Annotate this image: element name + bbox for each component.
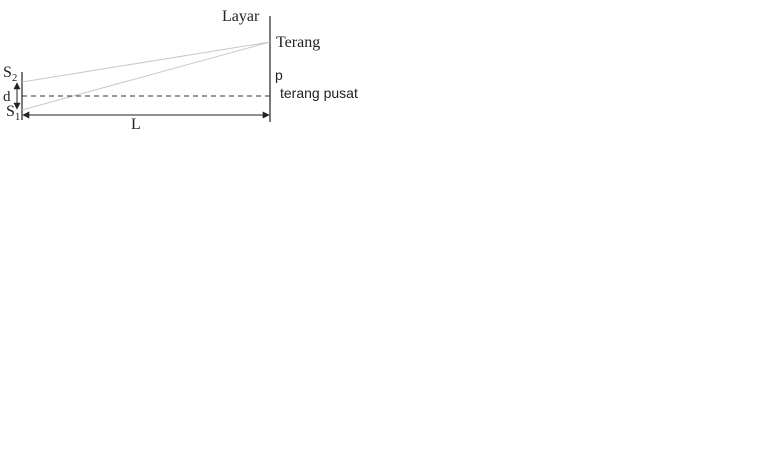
s2-label: S2 xyxy=(3,64,18,84)
ray-s1 xyxy=(21,41,271,111)
s1-label: S1 xyxy=(6,103,21,123)
s2-subscript: 2 xyxy=(11,72,18,84)
d-label: d xyxy=(3,89,11,105)
ray-s2 xyxy=(21,41,271,83)
s1-subscript: 1 xyxy=(14,111,21,123)
bright-label: Terang xyxy=(276,34,321,51)
central-bright-label: terang pusat xyxy=(280,85,358,101)
s1-letter: S xyxy=(6,103,15,120)
screen-label: Layar xyxy=(222,8,260,25)
s2-letter: S xyxy=(3,64,12,81)
L-label: L xyxy=(131,116,141,133)
p-label: p xyxy=(275,67,283,83)
